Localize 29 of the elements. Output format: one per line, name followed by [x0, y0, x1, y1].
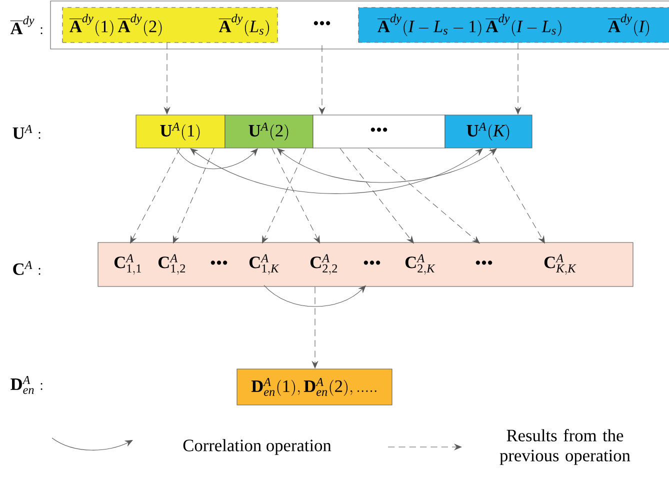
matrix-entry: $\mathbf{C}^{A}_{1,2}$ [158, 254, 186, 275]
row-label: $\overline{\mathbf{A}}^{dy}:$ [10, 16, 42, 34]
ellipsis: ••• [314, 21, 330, 26]
legend-text: Results from the previous operation [500, 429, 630, 465]
arrow [176, 148, 258, 170]
ellipsis: ••• [364, 260, 380, 265]
matrix-box [98, 242, 634, 287]
matrix-entry: $\mathbf{C}^{A}_{2,K}$ [405, 254, 436, 275]
arrow [368, 148, 480, 244]
matrix-entry: $\mathbf{C}^{A}_{K,K}$ [544, 254, 576, 275]
arrow [190, 148, 483, 194]
segment-box: $\overline{\mathbf{A}}^{dy}(I-L_s-1)$ $\overline{\mathbf{A}}^{dy}(I-L_s)$ $\overline{\mathbf{A}}^{dy}(I)$ [358, 7, 669, 43]
legend-text: Correlation operation [183, 439, 332, 455]
ellipsis: ••• [476, 260, 492, 265]
ellipsis: ••• [210, 260, 228, 265]
matrix-entry: $\mathbf{C}^{A}_{2,2}$ [310, 254, 338, 275]
matrix-entry: $\mathbf{C}^{A}_{1,1}$ [114, 254, 141, 275]
row-label: $\mathbf{U}^{A}:$ [12, 125, 40, 139]
cell-box: $\mathbf{U}^{A}(K)$ [444, 114, 532, 148]
result-box: $\mathbf{D}^{A}_{en}(1),\mathbf{D}^{A}_{en}(2),.....$ [236, 368, 392, 406]
row-label: $\mathbf{C}^{A}:$ [13, 261, 40, 275]
row-label: $\mathbf{D}^{A}_{en}:$ [10, 376, 42, 394]
matrix-entry: $\mathbf{C}^{A}_{1,K}$ [249, 254, 280, 275]
arrow [277, 148, 497, 183]
arrow [264, 285, 366, 307]
cell-box: $\mathbf{U}^{A}(2)$ [224, 114, 314, 148]
segment-box: $\overline{\mathbf{A}}^{dy}(1)$ $\overline{\mathbf{A}}^{dy}(2)$ $\overline{\mathbf{A}}^{dy}(L_s)$ [62, 7, 278, 43]
cell-box: $\mathbf{U}^{A}(1)$ [136, 114, 226, 148]
cell-box: ••• [312, 114, 446, 148]
